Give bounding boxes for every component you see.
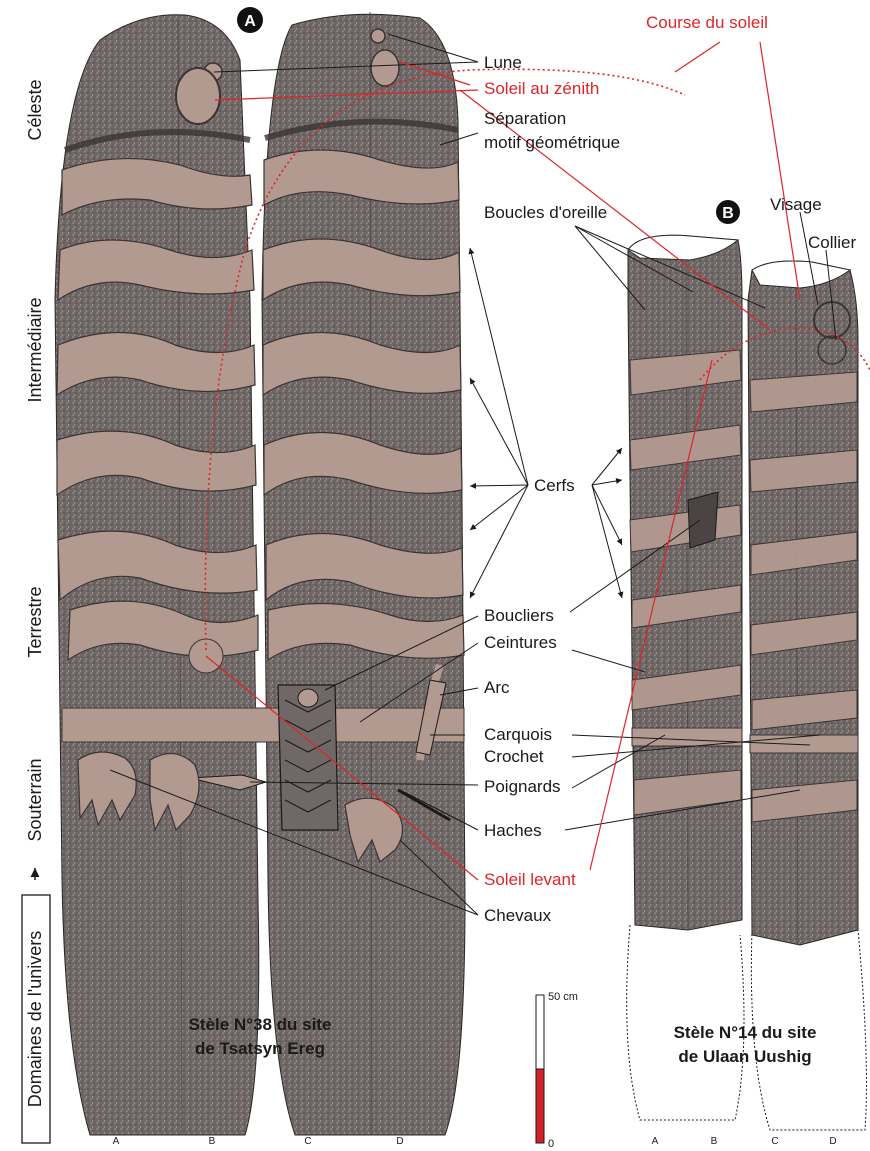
stele-a-title-line2: de Tsatsyn Ereg [195,1039,325,1058]
zenith-sun-icon [176,68,220,124]
label-cerfs: Cerfs [534,476,575,495]
label-boucliers: Boucliers [484,606,554,625]
stele-a: A B C D Stèle N°38 du site de Tsatsyn Er… [55,12,465,1147]
label-soleil-zenith: Soleil au zénith [484,79,599,98]
label-course-du-soleil: Course du soleil [646,13,768,32]
svg-text:B: B [722,205,734,222]
badge-a: A [237,7,263,33]
stele-b: A B C D Stèle N°14 du site de Ulaan Uush… [627,235,867,1147]
label-haches: Haches [484,821,542,840]
label-chevaux: Chevaux [484,906,552,925]
label-arc: Arc [484,678,510,697]
face-letter: D [829,1136,836,1147]
stele-b-title-line1: Stèle N°14 du site [674,1023,817,1042]
face-letter: C [304,1136,311,1147]
scale-bottom-label: 0 [548,1138,554,1150]
domain-intermediaire: Intermédiaire [25,297,45,402]
domain-souterrain: Souterrain [25,758,45,841]
label-crochet: Crochet [484,747,544,766]
domain-labels: Céleste Intermédiaire Terrestre Souterra… [22,79,50,1143]
domain-terrestre: Terrestre [25,586,45,657]
stele-b-right-pillar [748,261,858,945]
domain-celeste: Céleste [25,79,45,140]
stele-b-left-pillar [628,235,742,930]
label-visage: Visage [770,195,822,214]
face-letter: B [711,1136,718,1147]
label-lune: Lune [484,53,522,72]
label-carquois: Carquois [484,725,552,744]
face-letter: C [771,1136,778,1147]
faces-a: A B C D [113,1136,404,1147]
scale-bar: 50 cm 0 [536,991,578,1150]
stele-b-title-line2: de Ulaan Uushig [678,1047,811,1066]
face-letter: A [652,1136,659,1147]
label-poignards: Poignards [484,777,561,796]
label-separation-2: motif géométrique [484,133,620,152]
face-letter: A [113,1136,120,1147]
badge-b: B [716,200,740,224]
belt-band [62,708,464,742]
stele-a-title-line1: Stèle N°38 du site [189,1015,332,1034]
label-ceintures: Ceintures [484,633,557,652]
face-letter: D [396,1136,403,1147]
label-collier: Collier [808,233,857,252]
svg-text:A: A [244,13,256,30]
label-boucles: Boucles d'oreille [484,203,607,222]
face-letter: B [209,1136,216,1147]
scale-top-label: 50 cm [548,991,578,1003]
domain-header: Domaines de l'univers [25,931,45,1108]
label-soleil-levant: Soleil levant [484,870,576,889]
label-separation-1: Séparation [484,109,566,128]
